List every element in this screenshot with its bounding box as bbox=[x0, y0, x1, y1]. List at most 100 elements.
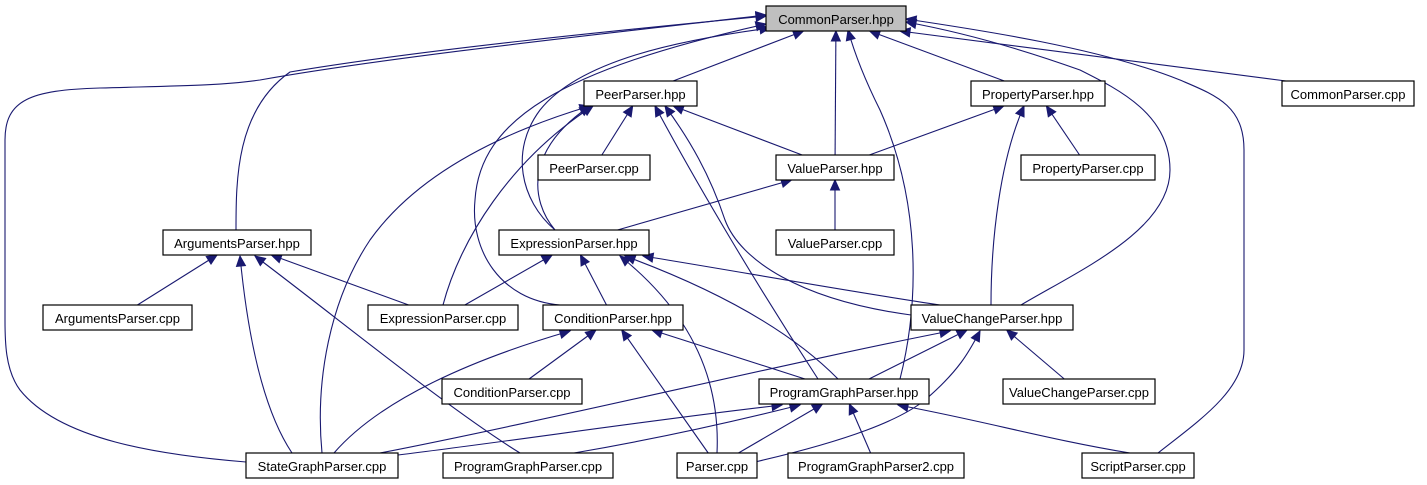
node-box[interactable] bbox=[775, 154, 895, 181]
edge-propertyparser-hpp-to-commonparser-hpp bbox=[868, 29, 1005, 82]
node-conditionparser-hpp[interactable]: ConditionParser.hpp bbox=[542, 304, 684, 331]
arrowhead-icon bbox=[654, 104, 665, 118]
node-box[interactable] bbox=[775, 229, 895, 256]
edge-programgraphparser-hpp-to-conditionparser-hpp bbox=[650, 328, 806, 380]
node-argumentsparser-hpp[interactable]: ArgumentsParser.hpp bbox=[162, 229, 312, 256]
node-scriptparser-cpp[interactable]: ScriptParser.cpp bbox=[1081, 452, 1195, 479]
arrowhead-icon bbox=[622, 104, 634, 118]
node-box[interactable] bbox=[162, 229, 312, 256]
node-box[interactable] bbox=[498, 229, 650, 256]
edge-argumentsparser-cpp-to-argumentsparser-hpp bbox=[137, 254, 219, 306]
node-label: PeerParser.cpp bbox=[549, 161, 639, 176]
node-box[interactable] bbox=[42, 304, 193, 331]
edge-line bbox=[137, 254, 218, 306]
edge-valueparser-hpp-to-propertyparser-hpp bbox=[869, 104, 1005, 156]
edge-conditionparser-hpp-to-expressionparser-hpp bbox=[579, 253, 607, 306]
node-commonparser-hpp[interactable]: CommonParser.hpp bbox=[765, 5, 907, 32]
node-label: ArgumentsParser.cpp bbox=[55, 311, 180, 326]
node-commonparser-cpp[interactable]: CommonParser.cpp bbox=[1281, 80, 1415, 107]
node-peerparser-hpp[interactable]: PeerParser.hpp bbox=[583, 80, 698, 107]
node-valuechangeparser-cpp[interactable]: ValueChangeParser.cpp bbox=[1002, 378, 1156, 405]
node-label: ValueChangeParser.hpp bbox=[922, 311, 1063, 326]
node-box[interactable] bbox=[542, 304, 684, 331]
node-box[interactable] bbox=[367, 304, 519, 331]
edge-line bbox=[464, 254, 553, 306]
edge-stategraphparser-cpp-to-peerparser-hpp bbox=[319, 103, 592, 454]
node-label: ValueChangeParser.cpp bbox=[1009, 385, 1149, 400]
node-valuechangeparser-hpp[interactable]: ValueChangeParser.hpp bbox=[910, 304, 1074, 331]
node-stategraphparser-cpp[interactable]: StateGraphParser.cpp bbox=[245, 452, 399, 479]
edge-valuechangeparser-hpp-to-expressionparser-hpp bbox=[641, 252, 941, 306]
edge-expressionparser-hpp-to-valueparser-hpp bbox=[617, 177, 793, 231]
node-argumentsparser-cpp[interactable]: ArgumentsParser.cpp bbox=[42, 304, 193, 331]
node-peerparser-cpp[interactable]: PeerParser.cpp bbox=[537, 154, 651, 181]
arrowhead-icon bbox=[672, 104, 686, 115]
edge-programgraphparser2-cpp-to-programgraphparser-hpp bbox=[848, 402, 872, 454]
node-label: ExpressionParser.cpp bbox=[380, 311, 506, 326]
edge-parser-cpp-to-conditionparser-hpp bbox=[621, 329, 709, 454]
edge-line bbox=[990, 105, 1025, 306]
edge-line bbox=[869, 105, 1004, 156]
node-propertyparser-cpp[interactable]: PropertyParser.cpp bbox=[1020, 154, 1156, 181]
arrowhead-icon bbox=[584, 329, 597, 341]
node-expressionparser-hpp[interactable]: ExpressionParser.hpp bbox=[498, 229, 650, 256]
node-label: StateGraphParser.cpp bbox=[258, 459, 387, 474]
node-box[interactable] bbox=[910, 304, 1074, 331]
edge-parser-cpp-to-expressionparser-hpp bbox=[619, 255, 718, 454]
edge-line bbox=[664, 105, 912, 316]
edge-line bbox=[905, 21, 1171, 306]
edge-line bbox=[1006, 329, 1065, 380]
arrowhead-icon bbox=[970, 329, 981, 343]
arrowhead-icon bbox=[845, 28, 856, 42]
node-programgraphparser-hpp[interactable]: ProgramGraphParser.hpp bbox=[758, 378, 930, 405]
edge-line bbox=[624, 255, 839, 380]
node-box[interactable] bbox=[1081, 452, 1195, 479]
node-conditionparser-cpp[interactable]: ConditionParser.cpp bbox=[441, 378, 583, 405]
arrowhead-icon bbox=[1014, 104, 1025, 118]
arrowhead-icon bbox=[754, 11, 768, 22]
node-box[interactable] bbox=[1020, 154, 1156, 181]
node-box[interactable] bbox=[442, 452, 614, 479]
edge-line bbox=[905, 18, 1245, 454]
edge-programgraphparser-cpp-to-programgraphparser-hpp bbox=[573, 402, 802, 454]
node-box[interactable] bbox=[537, 154, 651, 181]
edge-conditionparser-cpp-to-conditionparser-hpp bbox=[528, 329, 597, 380]
node-propertyparser-hpp[interactable]: PropertyParser.hpp bbox=[970, 80, 1106, 107]
edges-layer bbox=[4, 11, 1287, 463]
node-box[interactable] bbox=[758, 378, 930, 405]
edge-valuechangeparser-hpp-to-propertyparser-hpp bbox=[990, 104, 1025, 306]
arrowhead-icon bbox=[791, 29, 805, 40]
node-valueparser-hpp[interactable]: ValueParser.hpp bbox=[775, 154, 895, 181]
node-box[interactable] bbox=[1002, 378, 1156, 405]
node-box[interactable] bbox=[676, 452, 758, 479]
node-box[interactable] bbox=[441, 378, 583, 405]
node-programgraphparser2-cpp[interactable]: ProgramGraphParser2.cpp bbox=[787, 452, 965, 479]
edge-line bbox=[397, 404, 783, 456]
edge-line bbox=[897, 404, 1131, 454]
node-box[interactable] bbox=[970, 80, 1106, 107]
edge-line bbox=[651, 329, 806, 380]
arrowhead-icon bbox=[848, 402, 859, 416]
node-label: ProgramGraphParser.cpp bbox=[454, 459, 602, 474]
arrowhead-icon bbox=[829, 178, 841, 191]
edge-line bbox=[619, 255, 718, 454]
edge-line bbox=[333, 330, 571, 454]
arrowhead-icon bbox=[1045, 104, 1057, 118]
node-programgraphparser-cpp[interactable]: ProgramGraphParser.cpp bbox=[442, 452, 614, 479]
node-expressionparser-cpp[interactable]: ExpressionParser.cpp bbox=[367, 304, 519, 331]
node-box[interactable] bbox=[787, 452, 965, 479]
node-label: ExpressionParser.hpp bbox=[510, 236, 637, 251]
node-box[interactable] bbox=[765, 5, 907, 32]
node-box[interactable] bbox=[583, 80, 698, 107]
node-box[interactable] bbox=[245, 452, 399, 479]
node-label: ScriptParser.cpp bbox=[1090, 459, 1185, 474]
node-valueparser-cpp[interactable]: ValueParser.cpp bbox=[775, 229, 895, 256]
arrowhead-icon bbox=[754, 21, 768, 32]
node-label: ArgumentsParser.hpp bbox=[174, 236, 300, 251]
edge-line bbox=[528, 329, 597, 380]
node-box[interactable] bbox=[1281, 80, 1415, 107]
arrowhead-icon bbox=[235, 254, 247, 267]
edge-line bbox=[4, 14, 767, 463]
node-parser-cpp[interactable]: Parser.cpp bbox=[676, 452, 758, 479]
node-label: CommonParser.cpp bbox=[1291, 87, 1406, 102]
